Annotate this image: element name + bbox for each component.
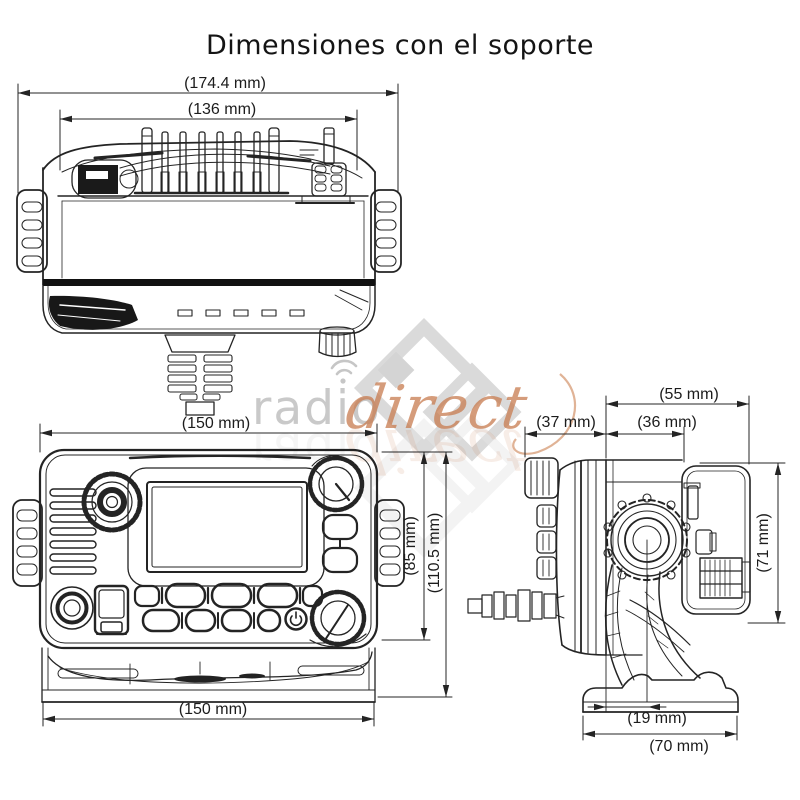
- dim-label-front-height-body: (85 mm): [402, 516, 419, 576]
- dim-label-side-base-inset: (19 mm): [627, 710, 687, 727]
- dim-label-side-height: (71 mm): [755, 513, 772, 573]
- watermark-radio-text: radio: [252, 381, 382, 436]
- dim-label-top-inner: (136 mm): [188, 101, 256, 118]
- dim-label-front-height-total: (110.5 mm): [426, 513, 443, 594]
- dim-front-heights: [377, 451, 453, 698]
- dim-label-side-body-depth: (36 mm): [637, 414, 697, 431]
- volume-knob: [307, 455, 365, 513]
- mic-connector: [50, 586, 94, 630]
- channel-knob-top: [318, 326, 357, 358]
- rear-connector-left: [71, 151, 164, 199]
- dim-side-front-depths: [524, 426, 685, 463]
- dim-front-width-bottom: [42, 701, 375, 727]
- power-cable-side: [467, 589, 565, 622]
- rear-connector-side: [699, 557, 751, 599]
- power-button-icon: [284, 607, 308, 631]
- front-view-drawing: [12, 423, 453, 727]
- bracket-knob-right-top: [370, 189, 402, 273]
- display: [127, 467, 325, 587]
- svg-text:direct: direct: [342, 415, 532, 485]
- dim-label-top-overall: (174.4 mm): [184, 75, 266, 92]
- mounting-cradle: [41, 647, 376, 703]
- bracket-leg: [604, 564, 701, 686]
- dim-top-inner-width: [59, 109, 358, 171]
- dim-label-side-front-protrusion: (37 mm): [536, 414, 596, 431]
- dimension-labels: (174.4 mm) (136 mm) (150 mm) (150 mm) (8…: [179, 75, 772, 755]
- mic-cable: [164, 334, 236, 416]
- page-title: Dimensiones con el soporte: [205, 30, 595, 61]
- dim-front-width-top: [39, 423, 378, 453]
- keypad-row-2: [141, 608, 282, 633]
- keypad-row-1: [133, 582, 324, 609]
- side-view-drawing: [467, 395, 786, 741]
- dim-label-side-base-depth: (70 mm): [649, 738, 709, 755]
- bracket-knob-left-top: [16, 189, 48, 273]
- mic-hanger: [48, 295, 139, 330]
- antenna-connector: [246, 127, 355, 204]
- dim-side-depth-total: [605, 395, 750, 465]
- dim-label-front-width-top: (150 mm): [182, 415, 250, 432]
- heatsink-fins: [119, 127, 331, 195]
- side-button-lower: [321, 546, 359, 574]
- dim-label-side-depth-total: (55 mm): [659, 386, 719, 403]
- watermark-direct-text: direct: [342, 373, 532, 443]
- distress-button: [93, 584, 130, 636]
- signal-arcs-icon: [330, 359, 358, 384]
- front-knobs-side: [524, 457, 559, 580]
- front-panel-side: [555, 459, 607, 656]
- top-view-drawing: [16, 83, 402, 416]
- bracket-base: [582, 671, 739, 713]
- channel-knob-front: [309, 589, 367, 648]
- speaker-grille: [49, 488, 97, 575]
- dim-side-base-inset: [587, 654, 667, 713]
- bracket-knob-left-front: [12, 499, 43, 587]
- dim-top-overall-width: [17, 83, 399, 194]
- dim-side-base-depth: [582, 715, 738, 741]
- side-button-upper: [321, 513, 359, 541]
- dim-side-height: [699, 462, 786, 624]
- dim-label-front-width-bottom: (150 mm): [179, 701, 247, 718]
- watermark-logo: radio direct radio direct: [252, 317, 577, 559]
- bracket-knob-right-front: [374, 499, 405, 587]
